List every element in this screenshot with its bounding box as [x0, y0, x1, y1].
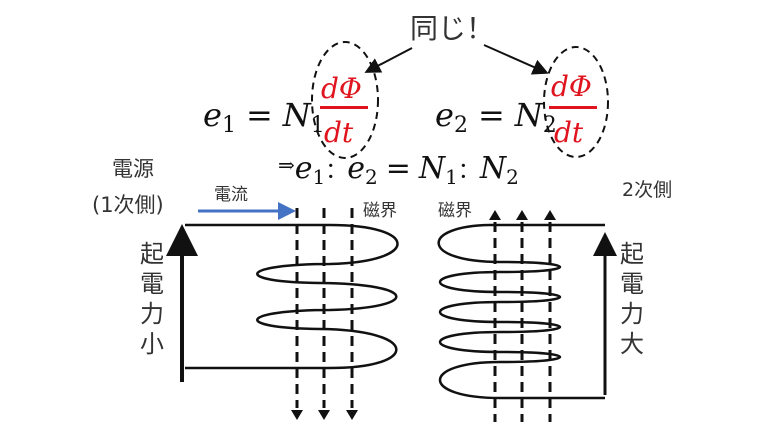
callout-arrow-right: [483, 44, 549, 75]
svg-text:電: 電: [620, 270, 644, 298]
secondary-side-label: 2次側: [622, 179, 672, 201]
emf-large-label: 起 電 力 大: [620, 240, 644, 358]
field-lines-up: [493, 222, 552, 422]
svg-text:e1=N1: e1=N1: [203, 96, 325, 138]
field-label-right: 磁界: [438, 201, 472, 221]
up-arrowheads: [489, 210, 556, 220]
svg-text:e2=N2: e2=N2: [435, 96, 557, 138]
fraction-bar: [549, 106, 597, 109]
svg-text:起: 起: [620, 240, 644, 268]
equation-e2: e2=N2 dΦ dt: [435, 70, 597, 149]
primary-side-label: (1次側): [92, 193, 164, 217]
callout-arrow-left: [364, 47, 413, 73]
svg-text:起: 起: [140, 240, 164, 268]
down-arrowheads: [291, 410, 358, 420]
field-lines-down: [295, 208, 354, 408]
secondary-coil: [437, 223, 605, 400]
svg-text:力: 力: [620, 300, 644, 328]
same-callout: 同じ！: [410, 12, 494, 45]
dashed-ellipse-right: [543, 46, 609, 158]
denominator: dt: [324, 116, 354, 149]
primary-coil: [185, 223, 399, 370]
current-label: 電流: [214, 185, 248, 205]
numerator: dΦ: [551, 70, 592, 103]
equation-e1: e1=N1 dΦ dt: [203, 72, 368, 149]
emf-small-label: 起 電 力 小: [140, 240, 164, 358]
denominator: dt: [554, 116, 584, 149]
ratio-equation: ⇒e1：e2=N1：N2: [278, 151, 519, 189]
svg-text:大: 大: [620, 330, 644, 358]
fraction-bar: [320, 106, 368, 109]
svg-text:小: 小: [140, 330, 164, 358]
numerator: dΦ: [321, 72, 362, 105]
svg-text:電: 電: [140, 270, 164, 298]
field-label-left: 磁界: [363, 201, 397, 221]
svg-text:力: 力: [140, 300, 164, 328]
dashed-ellipse-left: [311, 41, 379, 159]
source-label: 電源: [112, 157, 154, 181]
